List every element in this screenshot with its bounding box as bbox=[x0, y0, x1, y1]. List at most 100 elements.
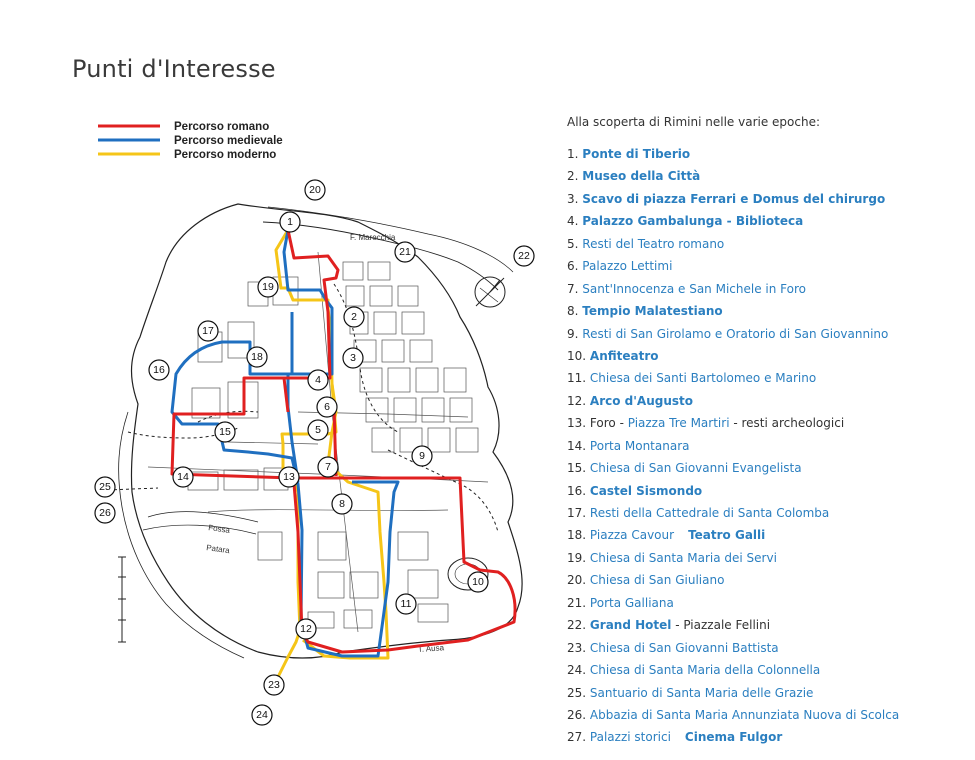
poi-number: 3. bbox=[567, 191, 579, 206]
marker-19[interactable]: 19 bbox=[257, 276, 279, 298]
poi-link[interactable]: Palazzi storici bbox=[589, 730, 671, 745]
poi-item: 10. Anfiteatro bbox=[567, 348, 967, 370]
marker-6[interactable]: 6 bbox=[316, 396, 338, 418]
poi-item: 11. Chiesa dei Santi Bartolomeo e Marino bbox=[567, 370, 967, 392]
marker-12[interactable]: 12 bbox=[295, 618, 317, 640]
poi-item: 14. Porta Montanara bbox=[567, 438, 967, 460]
svg-text:11: 11 bbox=[401, 598, 412, 610]
poi-link[interactable]: Porta Montanara bbox=[589, 438, 690, 453]
poi-number: 5. bbox=[567, 236, 579, 251]
poi-link[interactable]: Chiesa di Santa Maria della Colonnella bbox=[589, 663, 821, 678]
poi-link[interactable]: Castel Sismondo bbox=[589, 483, 703, 498]
marker-5[interactable]: 5 bbox=[307, 419, 329, 441]
poi-link[interactable]: Grand Hotel bbox=[589, 618, 672, 633]
label-marecchia: F. Marecchia bbox=[350, 233, 396, 242]
city-map[interactable]: Percorso romano Percorso medievale Perco… bbox=[88, 112, 548, 732]
poi-link[interactable]: Chiesa di San Giovanni Evangelista bbox=[589, 461, 802, 476]
marker-13[interactable]: 13 bbox=[278, 466, 300, 488]
marker-18[interactable]: 18 bbox=[246, 346, 268, 368]
poi-number: 25. bbox=[567, 685, 587, 700]
marker-11[interactable]: 11 bbox=[395, 593, 417, 615]
poi-link[interactable]: Scavo di piazza Ferrari e Domus del chir… bbox=[582, 191, 886, 206]
legend-label-romano: Percorso romano bbox=[174, 121, 269, 133]
poi-link[interactable]: Chiesa dei Santi Bartolomeo e Marino bbox=[589, 371, 817, 386]
poi-link[interactable]: Sant'Innocenza e San Michele in Foro bbox=[582, 281, 806, 296]
poi-number: 21. bbox=[567, 595, 587, 610]
marker-4[interactable]: 4 bbox=[307, 369, 329, 391]
poi-number: 26. bbox=[567, 707, 587, 722]
poi-number: 8. bbox=[567, 304, 579, 319]
poi-link[interactable]: Cinema Fulgor bbox=[684, 730, 783, 745]
svg-text:14: 14 bbox=[177, 471, 189, 483]
marker-1[interactable]: 1 bbox=[279, 211, 301, 233]
svg-text:23: 23 bbox=[268, 679, 280, 691]
svg-text:13: 13 bbox=[283, 471, 295, 483]
marker-24[interactable]: 24 bbox=[251, 704, 273, 726]
poi-item: 22. Grand Hotel - Piazzale Fellini bbox=[567, 617, 967, 639]
marker-3[interactable]: 3 bbox=[342, 347, 364, 369]
poi-number: 17. bbox=[567, 506, 587, 520]
poi-link[interactable]: Resti della Cattedrale di Santa Colomba bbox=[589, 506, 830, 520]
poi-item: 20. Chiesa di San Giuliano bbox=[567, 572, 967, 594]
marker-21[interactable]: 21 bbox=[394, 241, 416, 263]
svg-text:7: 7 bbox=[325, 461, 331, 473]
marker-7[interactable]: 7 bbox=[317, 456, 339, 478]
poi-link[interactable]: Chiesa di San Giuliano bbox=[589, 573, 725, 588]
marker-10[interactable]: 10 bbox=[467, 571, 489, 593]
marker-23[interactable]: 23 bbox=[263, 674, 285, 696]
poi-item: 15. Chiesa di San Giovanni Evangelista bbox=[567, 460, 967, 482]
poi-link[interactable]: Palazzo Lettimi bbox=[582, 259, 673, 274]
poi-link[interactable]: Museo della Città bbox=[582, 169, 701, 184]
scale-bar bbox=[118, 556, 126, 643]
svg-text:22: 22 bbox=[518, 250, 530, 262]
poi-item: 9. Resti di San Girolamo e Oratorio di S… bbox=[567, 326, 967, 348]
marker-22[interactable]: 22 bbox=[513, 245, 535, 267]
poi-link[interactable]: Palazzo Gambalunga - Biblioteca bbox=[582, 214, 804, 229]
svg-text:20: 20 bbox=[309, 184, 321, 196]
poi-link[interactable]: Ponte di Tiberio bbox=[582, 147, 691, 161]
poi-link[interactable]: Abbazia di Santa Maria Annunziata Nuova … bbox=[589, 707, 900, 722]
poi-link[interactable]: Piazza Cavour bbox=[589, 528, 675, 543]
poi-item: 13. Foro - Piazza Tre Martiri - resti ar… bbox=[567, 415, 967, 437]
marker-2[interactable]: 2 bbox=[343, 306, 365, 328]
marker-9[interactable]: 9 bbox=[411, 445, 433, 467]
marker-8[interactable]: 8 bbox=[331, 493, 353, 515]
poi-link[interactable]: Anfiteatro bbox=[589, 348, 659, 363]
marker-20[interactable]: 20 bbox=[304, 179, 326, 201]
poi-link[interactable]: Piazza Tre Martiri bbox=[627, 416, 730, 431]
marker-17[interactable]: 17 bbox=[197, 320, 219, 342]
poi-link[interactable]: Resti di San Girolamo e Oratorio di San … bbox=[582, 326, 889, 341]
svg-text:26: 26 bbox=[99, 507, 111, 519]
poi-link[interactable]: Tempio Malatestiano bbox=[582, 304, 723, 319]
marker-25[interactable]: 25 bbox=[94, 476, 116, 498]
marker-16[interactable]: 16 bbox=[148, 359, 170, 381]
svg-text:9: 9 bbox=[419, 450, 425, 462]
poi-item: 26. Abbazia di Santa Maria Annunziata Nu… bbox=[567, 707, 967, 729]
poi-number: 12. bbox=[567, 393, 587, 408]
poi-item: 19. Chiesa di Santa Maria dei Servi bbox=[567, 550, 967, 572]
poi-link[interactable]: Arco d'Augusto bbox=[589, 393, 694, 408]
svg-text:3: 3 bbox=[350, 352, 356, 364]
marker-26[interactable]: 26 bbox=[94, 502, 116, 524]
svg-text:12: 12 bbox=[300, 623, 312, 635]
poi-item: 17. Resti della Cattedrale di Santa Colo… bbox=[567, 505, 967, 527]
poi-item: 4. Palazzo Gambalunga - Biblioteca bbox=[567, 213, 967, 235]
poi-item: 25. Santuario di Santa Maria delle Grazi… bbox=[567, 685, 967, 707]
marker-14[interactable]: 14 bbox=[172, 466, 194, 488]
poi-number: 2. bbox=[567, 169, 579, 184]
poi-link[interactable]: Santuario di Santa Maria delle Grazie bbox=[589, 685, 814, 700]
dashed-walls bbox=[107, 283, 499, 533]
label-patara: Patara bbox=[206, 543, 231, 555]
poi-number: 18. bbox=[567, 528, 587, 543]
poi-link[interactable]: Resti del Teatro romano bbox=[582, 236, 725, 251]
svg-text:18: 18 bbox=[251, 351, 263, 363]
poi-item: 18. Piazza Cavour Teatro Galli bbox=[567, 527, 967, 549]
svg-text:1: 1 bbox=[287, 216, 293, 228]
svg-text:6: 6 bbox=[324, 401, 330, 413]
poi-link[interactable]: Porta Galliana bbox=[589, 595, 674, 610]
poi-link[interactable]: Teatro Galli bbox=[688, 528, 766, 543]
marker-15[interactable]: 15 bbox=[214, 421, 236, 443]
poi-link[interactable]: Chiesa di San Giovanni Battista bbox=[589, 640, 779, 655]
intro-text: Alla scoperta di Rimini nelle varie epoc… bbox=[567, 115, 821, 129]
poi-link[interactable]: Chiesa di Santa Maria dei Servi bbox=[589, 550, 777, 565]
